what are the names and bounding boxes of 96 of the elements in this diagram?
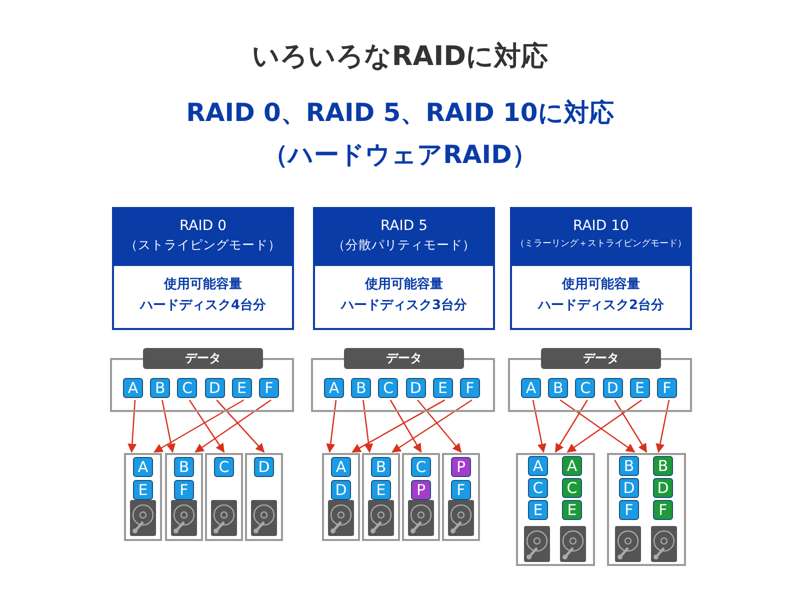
arrow xyxy=(162,400,176,453)
data-block: A xyxy=(133,457,153,477)
data-block: D xyxy=(406,378,426,398)
raid-mode: （分散パリティモード） xyxy=(332,237,476,254)
data-block: B xyxy=(150,378,170,398)
data-block: F xyxy=(259,378,279,398)
data-block: A xyxy=(331,457,351,477)
data-block: C xyxy=(214,457,234,477)
capacity-text: 使用可能容量 xyxy=(560,276,641,294)
subtitle: RAID 0、RAID 5、RAID 10に対応 xyxy=(185,97,615,129)
arrow xyxy=(352,399,446,453)
raid-card xyxy=(510,207,692,330)
data-block: F xyxy=(174,480,194,500)
drive-bay xyxy=(442,453,480,541)
capacity-text: ハードディスク2台分 xyxy=(536,297,666,315)
data-group xyxy=(508,348,692,412)
subtitle: （ハードウェアRAID） xyxy=(262,139,538,171)
data-block: A xyxy=(521,378,541,398)
capacity-text: ハードディスク3台分 xyxy=(339,297,468,315)
data-block: B xyxy=(548,378,568,398)
data-block: E xyxy=(630,378,650,398)
drive-bay xyxy=(362,453,400,541)
drive-bay xyxy=(607,453,686,566)
capacity-text: 使用可能容量 xyxy=(162,276,243,294)
arrow xyxy=(532,400,546,453)
data-block: D xyxy=(619,478,639,498)
data-block: P xyxy=(451,457,471,477)
data-block: B xyxy=(351,378,372,398)
drive-bay xyxy=(322,453,360,541)
drive-bay xyxy=(124,453,162,541)
raid-level: RAID 5 xyxy=(379,218,428,234)
data-block: C xyxy=(411,457,431,477)
drive-bay xyxy=(165,453,203,541)
arrow xyxy=(362,400,374,453)
raid-level: RAID 0 xyxy=(178,218,228,234)
arrow xyxy=(614,400,648,453)
data-block: D xyxy=(653,478,673,498)
data-block: B xyxy=(653,456,673,476)
raid-card xyxy=(112,207,294,330)
data-group xyxy=(110,348,294,412)
raid-card xyxy=(313,207,495,330)
data-block: D xyxy=(331,480,351,500)
arrow xyxy=(390,400,422,453)
data-block: B xyxy=(371,457,391,477)
data-block: D xyxy=(204,378,225,398)
data-block: D xyxy=(254,457,274,477)
data-group xyxy=(311,348,495,412)
data-block: P xyxy=(411,480,431,500)
drive-bay xyxy=(245,453,283,541)
arrow xyxy=(554,400,588,453)
data-block: E xyxy=(232,378,252,398)
data-block: E xyxy=(562,500,582,520)
arrow xyxy=(216,400,265,453)
data-block: A xyxy=(123,378,143,398)
data-block: E xyxy=(133,480,153,500)
raid-mode: （ストライピングモード） xyxy=(124,237,282,254)
data-block: F xyxy=(619,500,639,520)
drive-bay xyxy=(516,453,595,566)
data-tab: データ xyxy=(344,348,464,369)
arrow xyxy=(392,399,472,453)
arrow xyxy=(656,400,670,453)
arrow xyxy=(188,400,225,453)
data-block: B xyxy=(174,457,194,477)
data-block: E xyxy=(432,378,453,398)
data-block: C xyxy=(177,378,198,398)
data-block: E xyxy=(528,500,548,520)
capacity-text: ハードディスク4台分 xyxy=(138,297,268,315)
data-block: A xyxy=(324,378,344,398)
data-block: F xyxy=(451,480,471,500)
data-block: F xyxy=(460,378,480,398)
data-block: A xyxy=(528,456,548,476)
data-block: C xyxy=(378,378,398,398)
data-tab: データ xyxy=(143,348,263,369)
data-block: D xyxy=(602,378,623,398)
arrow xyxy=(154,399,244,453)
raid-level: RAID 10 xyxy=(572,218,630,234)
arrow xyxy=(417,400,462,453)
drive-bay xyxy=(402,453,440,541)
drive-bay xyxy=(205,453,243,541)
data-block: F xyxy=(653,500,673,520)
data-block: E xyxy=(371,480,391,500)
arrow xyxy=(326,400,337,453)
data-block: C xyxy=(562,478,582,498)
data-block: F xyxy=(657,378,677,398)
data-tab: データ xyxy=(541,348,661,369)
arrow xyxy=(560,399,636,453)
title: いろいろなRAIDに対応 xyxy=(250,40,550,74)
arrow xyxy=(566,399,642,453)
data-block: C xyxy=(528,478,548,498)
arrow xyxy=(128,400,137,453)
data-block: B xyxy=(619,456,639,476)
raid-mode: （ミラーリング＋ストライピングモード） xyxy=(514,238,688,250)
arrow xyxy=(194,399,272,453)
data-block: A xyxy=(562,456,582,476)
data-block: C xyxy=(575,378,596,398)
capacity-text: 使用可能容量 xyxy=(364,276,444,294)
